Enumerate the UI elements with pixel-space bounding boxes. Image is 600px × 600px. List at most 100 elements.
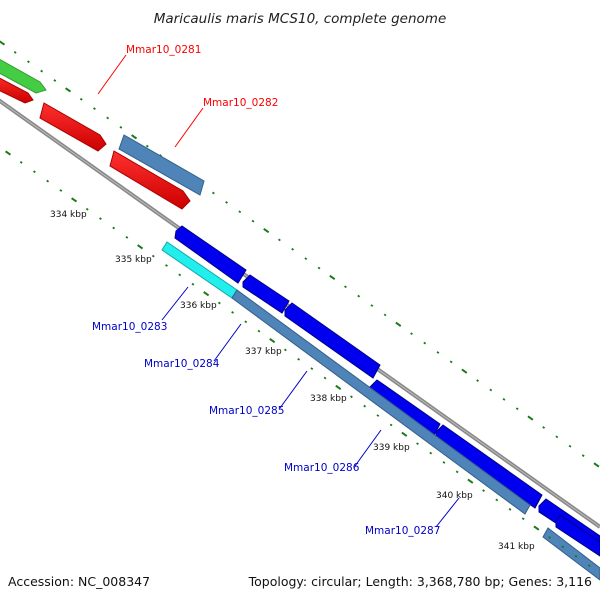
minor-tick-mark <box>225 201 228 204</box>
minor-tick-mark <box>178 273 182 277</box>
gene-mmar10-0284[interactable] <box>242 274 290 314</box>
major-tick-mark <box>65 87 72 93</box>
minor-tick-mark <box>33 170 36 174</box>
leader-line <box>279 370 308 409</box>
gene-label-mmar10-0282[interactable]: Mmar10_0282 <box>203 97 278 109</box>
minor-tick-mark <box>416 442 419 446</box>
gene-mmar10-0283[interactable] <box>174 225 247 284</box>
leader-line <box>435 497 460 528</box>
minor-tick-mark <box>502 397 506 401</box>
minor-tick-mark <box>119 126 123 129</box>
minor-tick-mark <box>291 247 295 251</box>
accession-text: Accession: NC_008347 <box>8 574 150 589</box>
minor-tick-mark <box>257 329 261 333</box>
major-tick-mark <box>269 337 276 344</box>
minor-tick-mark <box>449 360 453 364</box>
major-tick-mark <box>335 384 342 390</box>
kbp-label-337: 337 kbp <box>245 347 282 357</box>
major-tick-mark <box>203 291 210 297</box>
gene-mmar10-0282-feature[interactable] <box>118 134 205 196</box>
gene-label-mmar10-0287[interactable]: Mmar10_0287 <box>365 525 440 537</box>
minor-tick-mark <box>344 285 347 289</box>
minor-tick-mark <box>125 236 129 239</box>
gene-label-mmar10-0284[interactable]: Mmar10_0284 <box>144 358 220 370</box>
feature-steelblue-end[interactable] <box>542 527 600 581</box>
gene-mmar10-0285[interactable] <box>284 302 381 379</box>
minor-tick-mark <box>151 254 155 258</box>
kbp-label-339: 339 kbp <box>373 443 410 453</box>
minor-tick-mark <box>521 517 525 521</box>
minor-tick-mark <box>350 395 353 399</box>
kbp-label-338: 338 kbp <box>310 394 347 404</box>
minor-tick-mark <box>217 301 221 305</box>
kbp-label-341: 341 kbp <box>498 542 535 552</box>
minor-tick-mark <box>581 454 585 457</box>
reverse-strand-features <box>161 225 600 581</box>
minor-tick-mark <box>99 217 102 221</box>
inner-tick-ring <box>4 150 591 567</box>
kbp-label-340: 340 kbp <box>436 491 473 501</box>
minor-tick-mark <box>515 407 519 411</box>
minor-tick-mark <box>482 489 485 492</box>
major-tick-mark <box>131 134 138 140</box>
minor-tick-mark <box>283 348 287 352</box>
minor-tick-mark <box>59 189 63 192</box>
topology-text: Topology: circular; Length: 3,368,780 bp… <box>248 574 592 589</box>
major-tick-mark <box>4 150 12 156</box>
minor-tick-mark <box>93 107 96 111</box>
minor-tick-mark <box>423 341 427 345</box>
minor-tick-mark <box>231 311 234 314</box>
major-tick-mark <box>71 197 78 203</box>
minor-tick-mark <box>277 238 281 242</box>
gene-label-mmar10-0281[interactable]: Mmar10_0281 <box>126 44 201 56</box>
feature-steelblue-long[interactable] <box>231 289 531 515</box>
minor-tick-mark <box>436 351 440 354</box>
minor-tick-mark <box>542 426 546 429</box>
map-title: Maricaulis maris MCS10, complete genome <box>154 11 447 27</box>
minor-tick-mark <box>495 498 499 502</box>
major-tick-mark <box>527 415 534 421</box>
gene-mmar10-0282-cds[interactable] <box>109 150 191 210</box>
major-tick-mark <box>395 321 402 327</box>
leader-line <box>97 54 127 95</box>
gene-mmar10-0289[interactable] <box>555 514 600 557</box>
minor-tick-mark <box>442 461 446 464</box>
major-tick-mark <box>137 244 144 250</box>
gene-mmar10-0280-red[interactable] <box>0 73 34 104</box>
minor-tick-mark <box>548 536 552 539</box>
gene-label-mmar10-0286[interactable]: Mmar10_0286 <box>284 462 360 474</box>
minor-tick-mark <box>53 79 57 82</box>
minor-tick-mark <box>476 379 479 382</box>
gene-mmar10-0280-green[interactable] <box>0 54 47 94</box>
minor-tick-mark <box>561 545 565 549</box>
minor-tick-mark <box>489 388 493 392</box>
leader-line <box>161 286 189 321</box>
minor-tick-mark <box>363 404 367 408</box>
kbp-label-334: 334 kbp <box>50 210 87 220</box>
leader-line <box>213 323 242 362</box>
outer-tick-ring <box>0 40 600 468</box>
minor-tick-mark <box>555 435 559 439</box>
major-tick-mark <box>533 525 540 531</box>
minor-tick-mark <box>165 264 168 267</box>
minor-tick-mark <box>106 116 110 120</box>
minor-tick-mark <box>370 304 374 307</box>
minor-tick-mark <box>251 219 255 223</box>
gene-mmar10-0281[interactable] <box>39 102 107 152</box>
minor-tick-mark <box>383 313 387 317</box>
gene-label-mmar10-0283[interactable]: Mmar10_0283 <box>92 321 167 333</box>
minor-tick-mark <box>211 191 215 195</box>
minor-tick-mark <box>40 69 44 73</box>
minor-tick-mark <box>574 554 578 558</box>
minor-tick-mark <box>19 161 23 164</box>
gene-label-mmar10-0285[interactable]: Mmar10_0285 <box>209 405 284 417</box>
minor-tick-mark <box>389 423 393 427</box>
major-tick-mark <box>263 227 270 234</box>
minor-tick-mark <box>429 451 433 455</box>
minor-tick-mark <box>508 507 512 511</box>
minor-tick-mark <box>310 367 314 371</box>
major-tick-mark <box>0 40 6 46</box>
kbp-scale: 334 kbp 335 kbp 336 kbp 337 kbp 338 kbp … <box>50 210 535 552</box>
minor-tick-mark <box>317 266 321 270</box>
